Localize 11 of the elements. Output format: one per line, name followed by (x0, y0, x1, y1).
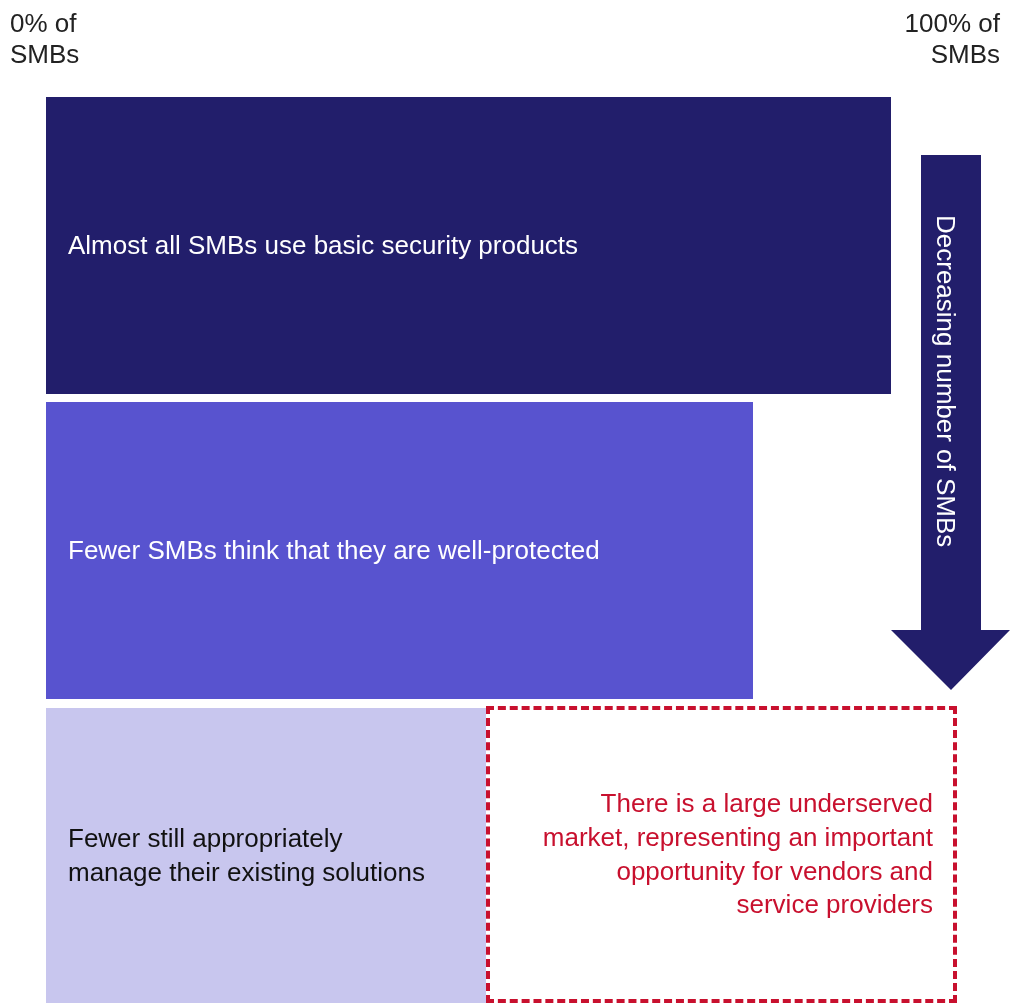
node-text: Almost all SMBs use basic security products (68, 228, 579, 262)
axis-label: 0% of SMBs (10, 8, 81, 71)
bar-segment (46, 708, 486, 1003)
bar-segment (46, 97, 891, 394)
arrow-label: Decreasing number of SMBs (930, 215, 962, 548)
node-text: There is a large underserved market, representing an important opportunity for vendors and service providers (541, 786, 933, 922)
node-text: Fewer still appropriately manage their existing solutions (68, 821, 426, 889)
axis-label: 100% of SMBs (903, 8, 1000, 71)
node-text: Fewer SMBs think that they are well-protected (68, 533, 600, 567)
bar-segment (46, 402, 753, 699)
dashed-callout-box (486, 706, 957, 1003)
